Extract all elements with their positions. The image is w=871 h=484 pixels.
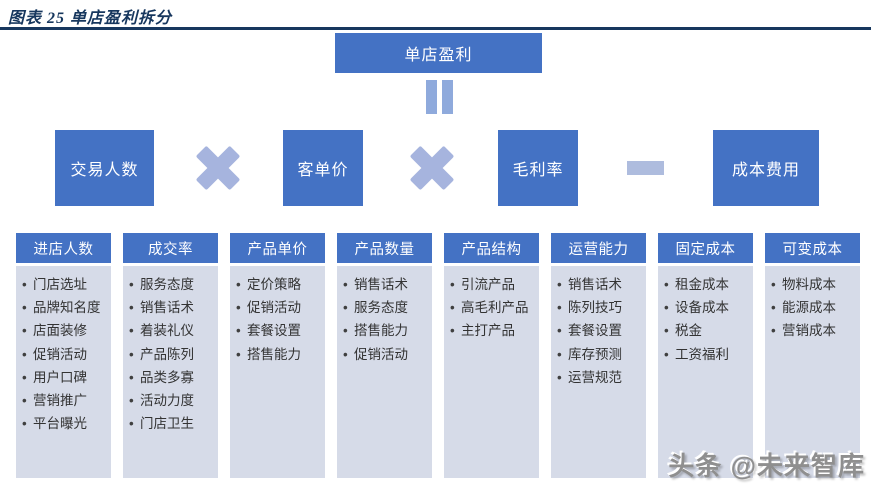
column-header: 运营能力 (551, 233, 646, 263)
list-item: 服务态度 (341, 296, 429, 319)
minus-icon (627, 161, 664, 175)
list-item: 销售话术 (341, 273, 429, 296)
column-list: 销售话术 服务态度 搭售能力 促销活动 (337, 266, 432, 478)
list-item: 促销活动 (20, 343, 108, 366)
list-item: 租金成本 (662, 273, 750, 296)
list-item: 用户口碑 (20, 366, 108, 389)
list-item: 着装礼仪 (127, 319, 215, 342)
multiply-icon (409, 145, 455, 191)
list-item: 销售话术 (555, 273, 643, 296)
list-item: 活动力度 (127, 389, 215, 412)
equals-bar-left (426, 80, 437, 114)
list-item: 平台曝光 (20, 412, 108, 435)
column-operations: 运营能力 销售话术 陈列技巧 套餐设置 库存预测 运营规范 (551, 233, 646, 478)
column-header: 产品单价 (230, 233, 325, 263)
list-item: 引流产品 (448, 273, 536, 296)
breakdown-columns: 进店人数 门店选址 品牌知名度 店面装修 促销活动 用户口碑 营销推广 平台曝光… (16, 233, 860, 478)
equals-bar-right (442, 80, 453, 114)
list-item: 店面装修 (20, 319, 108, 342)
list-item: 服务态度 (127, 273, 215, 296)
profit-box: 单店盈利 (335, 33, 542, 73)
column-header: 进店人数 (16, 233, 111, 263)
list-item: 品牌知名度 (20, 296, 108, 319)
column-list: 引流产品 高毛利产品 主打产品 (444, 266, 539, 478)
column-list: 门店选址 品牌知名度 店面装修 促销活动 用户口碑 营销推广 平台曝光 (16, 266, 111, 478)
list-item: 品类多寡 (127, 366, 215, 389)
list-item: 营销推广 (20, 389, 108, 412)
column-header: 成交率 (123, 233, 218, 263)
multiply-icon (195, 145, 241, 191)
column-product-quantity: 产品数量 销售话术 服务态度 搭售能力 促销活动 (337, 233, 432, 478)
list-item: 搭售能力 (234, 343, 322, 366)
factor-box-costs: 成本费用 (713, 130, 819, 206)
title-bar: 图表 25 单店盈利拆分 (0, 0, 871, 30)
column-header: 固定成本 (658, 233, 753, 263)
list-item: 工资福利 (662, 343, 750, 366)
list-item: 主打产品 (448, 319, 536, 342)
list-item: 套餐设置 (555, 319, 643, 342)
list-item: 营销成本 (769, 319, 857, 342)
column-header: 产品结构 (444, 233, 539, 263)
list-item: 产品陈列 (127, 343, 215, 366)
column-conversion-rate: 成交率 服务态度 销售话术 着装礼仪 产品陈列 品类多寡 活动力度 门店卫生 (123, 233, 218, 478)
column-fixed-costs: 固定成本 租金成本 设备成本 税金 工资福利 (658, 233, 753, 478)
column-list: 租金成本 设备成本 税金 工资福利 (658, 266, 753, 478)
column-header: 可变成本 (765, 233, 860, 263)
column-list: 物料成本 能源成本 营销成本 (765, 266, 860, 478)
factor-box-transactions: 交易人数 (55, 130, 154, 206)
list-item: 高毛利产品 (448, 296, 536, 319)
figure-title: 图表 25 单店盈利拆分 (8, 10, 173, 27)
factor-box-avg-ticket: 客单价 (283, 130, 363, 206)
list-item: 税金 (662, 319, 750, 342)
watermark: 头条 @未来智库 (668, 451, 865, 481)
column-list: 定价策略 促销活动 套餐设置 搭售能力 (230, 266, 325, 478)
column-list: 销售话术 陈列技巧 套餐设置 库存预测 运营规范 (551, 266, 646, 478)
list-item: 定价策略 (234, 273, 322, 296)
list-item: 门店卫生 (127, 412, 215, 435)
list-item: 库存预测 (555, 343, 643, 366)
list-item: 搭售能力 (341, 319, 429, 342)
column-product-mix: 产品结构 引流产品 高毛利产品 主打产品 (444, 233, 539, 478)
column-unit-price: 产品单价 定价策略 促销活动 套餐设置 搭售能力 (230, 233, 325, 478)
list-item: 促销活动 (234, 296, 322, 319)
list-item: 促销活动 (341, 343, 429, 366)
equals-icon (426, 80, 453, 114)
list-item: 陈列技巧 (555, 296, 643, 319)
factor-box-gross-margin: 毛利率 (498, 130, 578, 206)
list-item: 套餐设置 (234, 319, 322, 342)
column-store-traffic: 进店人数 门店选址 品牌知名度 店面装修 促销活动 用户口碑 营销推广 平台曝光 (16, 233, 111, 478)
list-item: 销售话术 (127, 296, 215, 319)
list-item: 能源成本 (769, 296, 857, 319)
list-item: 运营规范 (555, 366, 643, 389)
column-header: 产品数量 (337, 233, 432, 263)
list-item: 门店选址 (20, 273, 108, 296)
column-variable-costs: 可变成本 物料成本 能源成本 营销成本 (765, 233, 860, 478)
column-list: 服务态度 销售话术 着装礼仪 产品陈列 品类多寡 活动力度 门店卫生 (123, 266, 218, 478)
list-item: 设备成本 (662, 296, 750, 319)
list-item: 物料成本 (769, 273, 857, 296)
